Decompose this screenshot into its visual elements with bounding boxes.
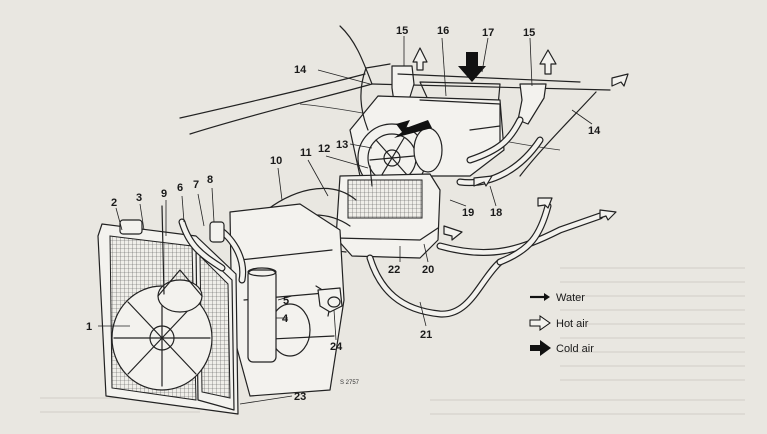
callout-2: 2	[111, 197, 117, 209]
callout-22: 22	[388, 264, 400, 276]
hot-air-arrows	[412, 47, 629, 241]
expansion-tank	[247, 267, 277, 363]
callout-9: 9	[161, 188, 167, 200]
legend-cold-air: Cold air	[530, 340, 594, 356]
hot-air-arrow-icon	[537, 197, 553, 209]
callout-15-right: 15	[523, 27, 535, 39]
legend: Water Hot air Cold air	[529, 292, 594, 356]
legend-hot-air: Hot air	[529, 315, 589, 331]
callout-11: 11	[300, 147, 312, 159]
legend-hot-air-label: Hot air	[556, 318, 589, 330]
legend-cold-air-label: Cold air	[556, 343, 594, 355]
callout-1: 1	[86, 321, 92, 333]
air-duct-21	[366, 202, 604, 318]
callout-14-left: 14	[294, 64, 307, 76]
callout-7: 7	[193, 179, 199, 191]
defroster-duct-right	[517, 83, 547, 125]
callout-12: 12	[318, 143, 330, 155]
water-hose-14-left	[360, 63, 391, 131]
callout-17: 17	[482, 27, 494, 39]
air-hose-18	[456, 116, 544, 187]
callout-16: 16	[437, 25, 449, 37]
cold-air-arrows	[394, 52, 486, 138]
callout-19: 19	[462, 207, 474, 219]
water-hose-14-right	[519, 91, 597, 177]
leader-lines	[98, 36, 593, 405]
callout-24: 24	[330, 341, 343, 353]
callout-3: 3	[136, 192, 142, 204]
hot-air-arrow-icon	[599, 209, 617, 221]
callout-13: 13	[336, 139, 348, 151]
legend-water-label: Water	[556, 292, 585, 304]
radiator-fan	[111, 269, 213, 391]
callout-4: 4	[282, 313, 289, 325]
hot-air-arrow-icon	[443, 225, 463, 241]
callout-18: 18	[490, 207, 502, 219]
thermostat-housing	[317, 287, 343, 313]
callout-21: 21	[420, 329, 432, 341]
cold-air-arrow-icon	[394, 120, 432, 138]
callout-20: 20	[422, 264, 434, 276]
callouts: 1 2 3 4 5 6 7 8 9 10 11 12 13 14 14 15 1…	[86, 25, 601, 403]
legend-water: Water	[530, 292, 585, 304]
hot-air-arrow-icon	[539, 49, 557, 75]
callout-6: 6	[177, 182, 183, 194]
radiator-hoses	[119, 205, 247, 295]
cold-air-arrow-icon	[458, 52, 486, 82]
hot-air-arrow-icon	[529, 315, 551, 331]
water-arrowhead-icon	[544, 293, 550, 301]
callout-8: 8	[207, 174, 213, 186]
figure-code: S 2757	[340, 380, 360, 386]
hot-air-arrow-icon	[473, 175, 493, 187]
hot-air-arrow-icon	[412, 47, 428, 71]
callout-10: 10	[270, 155, 282, 167]
hot-air-arrow-icon	[611, 73, 629, 87]
callout-14-right: 14	[588, 125, 601, 137]
bleed-through	[40, 267, 745, 415]
callout-23: 23	[294, 391, 306, 403]
heater-core-housing	[335, 173, 441, 259]
callout-15-left: 15	[396, 25, 408, 37]
callout-5: 5	[283, 295, 289, 307]
cold-air-arrow-icon	[530, 340, 551, 356]
